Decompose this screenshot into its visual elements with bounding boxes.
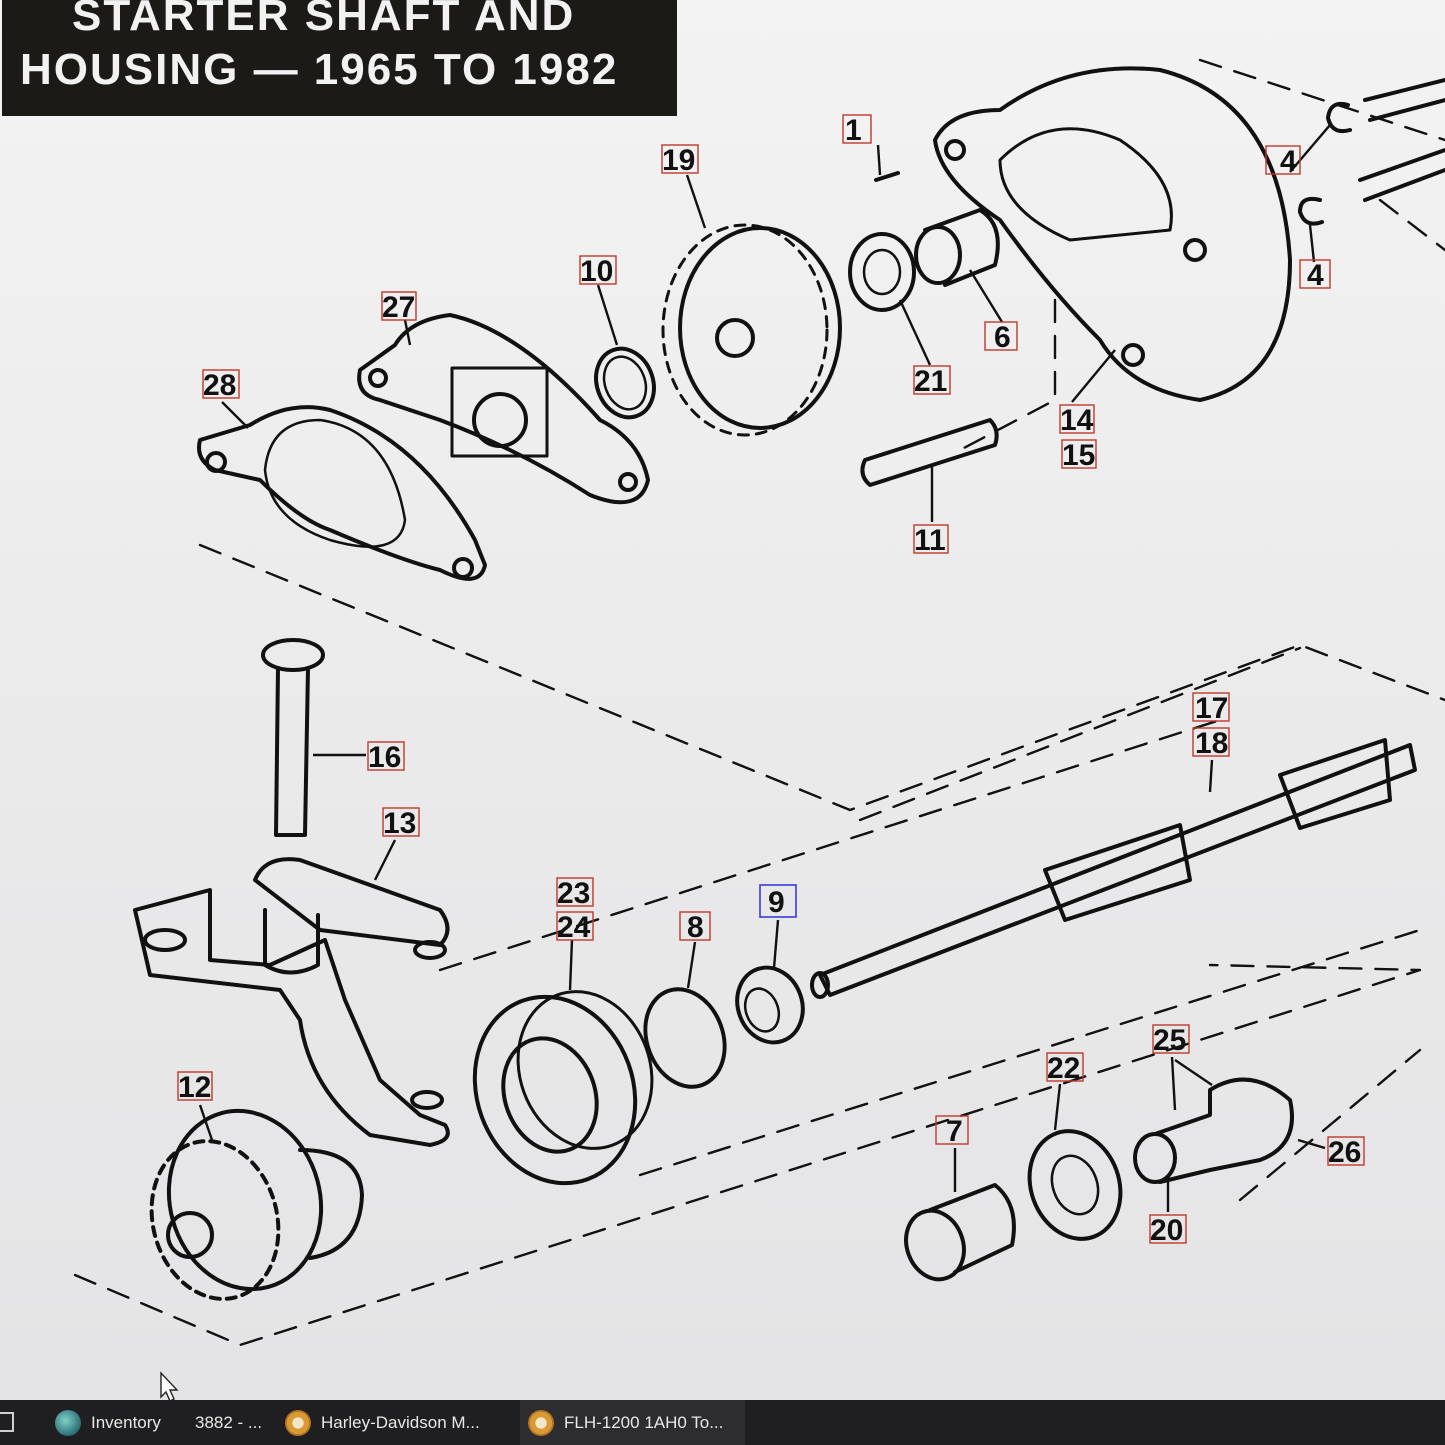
callout-12: 12 bbox=[178, 1071, 211, 1104]
title-line-2: HOUSING — 1965 TO 1982 bbox=[20, 45, 619, 94]
callout-26: 26 bbox=[1328, 1136, 1361, 1169]
taskbar-item-flh-1200[interactable]: FLH-1200 1AH0 To... bbox=[520, 1400, 745, 1445]
callout-9: 9 bbox=[768, 886, 785, 919]
callout-14: 14 bbox=[1060, 404, 1094, 437]
monitor-screen: 1 19 4 4 10 27 6 21 28 14 15 11 17 18 16… bbox=[0, 0, 1445, 1400]
callout-16: 16 bbox=[368, 741, 401, 774]
callout-28: 28 bbox=[203, 369, 236, 402]
callout-4-lower: 4 bbox=[1307, 259, 1324, 292]
callout-4-upper: 4 bbox=[1280, 145, 1297, 178]
callout-21: 21 bbox=[914, 365, 947, 398]
taskbar-item-label: Harley-Davidson M... bbox=[321, 1412, 480, 1432]
chrome-icon bbox=[528, 1409, 554, 1436]
callout-24: 24 bbox=[557, 911, 591, 944]
callout-20: 20 bbox=[1150, 1214, 1183, 1247]
callout-11: 11 bbox=[914, 524, 946, 557]
callout-22: 22 bbox=[1047, 1052, 1080, 1085]
diagram-title-banner: STARTER SHAFT AND HOUSING — 1965 TO 1982 bbox=[2, 0, 677, 116]
taskbar-item-label: FLH-1200 1AH0 To... bbox=[564, 1412, 724, 1432]
taskbar-item-3882[interactable]: 3882 - ... bbox=[195, 1400, 262, 1445]
callout-19: 19 bbox=[662, 144, 695, 177]
callout-7: 7 bbox=[946, 1115, 963, 1148]
taskbar-item-label: Inventory bbox=[91, 1412, 161, 1432]
callout-13: 13 bbox=[383, 807, 416, 840]
callout-6: 6 bbox=[994, 321, 1011, 354]
callout-1: 1 bbox=[845, 114, 862, 147]
title-line-1: STARTER SHAFT AND bbox=[72, 0, 576, 40]
taskbar-item-harley-davidson[interactable]: Harley-Davidson M... bbox=[285, 1400, 510, 1445]
callout-18: 18 bbox=[1195, 727, 1228, 760]
chrome-icon bbox=[285, 1409, 311, 1436]
mouse-cursor-icon bbox=[160, 1371, 179, 1400]
taskbar: Inventory 3882 - ... Harley-Davidson M..… bbox=[0, 1400, 1445, 1445]
callout-27: 27 bbox=[382, 291, 415, 324]
callout-17: 17 bbox=[1195, 692, 1228, 725]
callout-10: 10 bbox=[580, 255, 613, 288]
taskbar-edge-icon[interactable] bbox=[0, 1412, 14, 1432]
callout-8: 8 bbox=[687, 911, 704, 944]
callout-15: 15 bbox=[1062, 439, 1095, 472]
callout-23: 23 bbox=[557, 877, 590, 910]
taskbar-item-label: 3882 - ... bbox=[195, 1412, 263, 1432]
taskbar-item-inventory[interactable]: Inventory bbox=[55, 1400, 161, 1445]
sprite-icon bbox=[55, 1409, 81, 1436]
callout-25: 25 bbox=[1153, 1024, 1186, 1057]
exploded-parts-diagram: 1 19 4 4 10 27 6 21 28 14 15 11 17 18 16… bbox=[73, 58, 1445, 1400]
